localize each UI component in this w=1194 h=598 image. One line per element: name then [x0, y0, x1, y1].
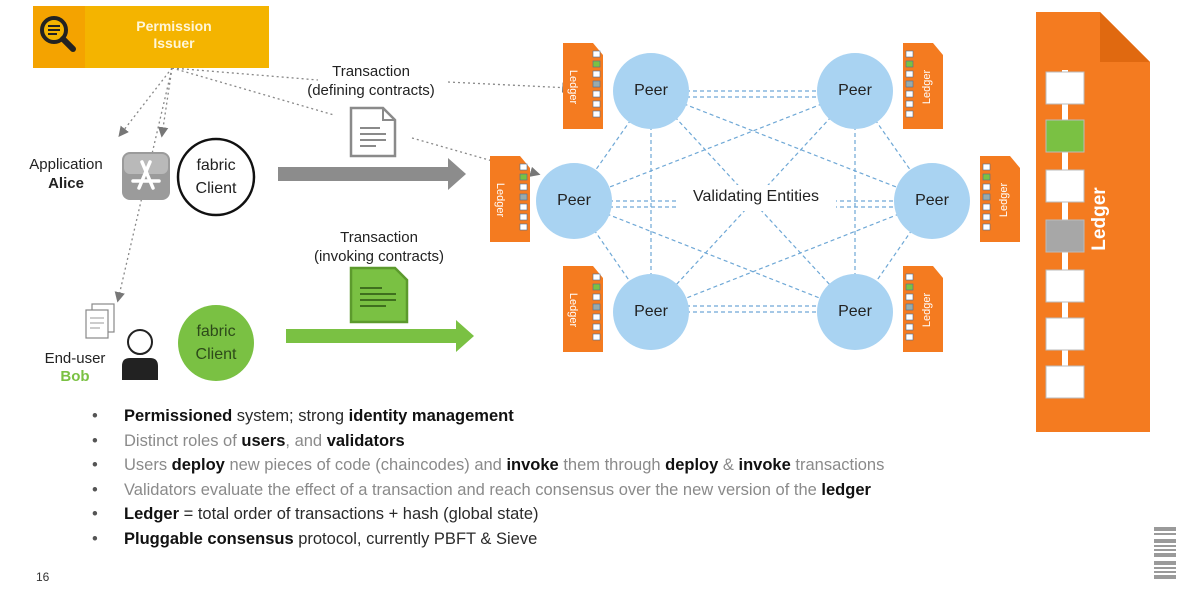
bullet-text: deploy	[665, 456, 719, 474]
bob-label: End-user Bob	[32, 350, 118, 386]
search-icon	[40, 16, 76, 52]
bullet-text: Ledger	[124, 505, 180, 523]
validating-entities-label: Validating Entities	[693, 188, 819, 205]
ledger-doc	[563, 266, 603, 352]
ledger-small-label: Ledger	[567, 69, 579, 105]
alice-label: Application Alice	[18, 155, 114, 193]
docs-icon	[85, 303, 115, 339]
bullet-item: Pluggable consensus protocol, currently …	[92, 527, 1092, 552]
transaction-define-line1: Transaction	[332, 63, 410, 80]
bullet-item: Permissioned system; strong identity man…	[92, 404, 1092, 429]
bullet-text: Pluggable consensus	[124, 529, 294, 548]
ledger-doc	[563, 43, 603, 129]
bullet-text: transactions	[790, 456, 885, 474]
ledger-doc	[490, 156, 530, 242]
client-alice-label: fabric Client	[178, 154, 254, 200]
bullet-text: identity management	[348, 407, 514, 425]
page-number: 16	[36, 570, 50, 584]
transaction-invoke-line2: (invoking contracts)	[313, 248, 445, 265]
ledger-small-label: Ledger	[921, 292, 933, 328]
transaction-invoke-label: Transaction (invoking contracts)	[292, 228, 466, 266]
client-circle-green	[178, 305, 254, 381]
ledger-small-label: Ledger	[494, 182, 506, 218]
permission-issuer-line1: Permission	[136, 18, 212, 34]
peer-label: Peer	[915, 192, 949, 209]
ibm-logo	[1152, 525, 1178, 581]
ledger-small-label: Ledger	[921, 69, 933, 105]
bullet-text: &	[718, 456, 739, 474]
alice-role: Application	[29, 156, 103, 173]
bullet-item: Ledger = total order of transactions + h…	[92, 502, 1092, 527]
bullet-text: Validators evaluate the effect of a tran…	[124, 480, 822, 499]
document-icon	[349, 106, 397, 158]
permission-issuer-label: Permission Issuer	[112, 18, 236, 52]
ledger-doc	[903, 43, 943, 129]
peer-label: Peer	[634, 82, 668, 99]
bullet-text: deploy	[171, 456, 225, 474]
bullet-text: system; strong	[232, 407, 349, 425]
bullet-text: protocol, currently PBFT & Sieve	[293, 529, 538, 548]
transaction-define-line2: (defining contracts)	[307, 82, 435, 99]
peer-label: Peer	[634, 303, 668, 320]
bullet-text: new pieces of code (chaincodes) and	[224, 456, 507, 474]
bullet-text: them through	[558, 456, 666, 474]
small-ledgers	[490, 43, 1020, 352]
transaction-define-label: Transaction (defining contracts)	[296, 62, 446, 100]
peer-node	[817, 274, 893, 350]
gray-arrow	[278, 158, 466, 190]
bullet-text: ledger	[821, 480, 871, 499]
user-icon	[122, 329, 158, 380]
permission-issuer-line2: Issuer	[153, 35, 195, 51]
bullet-text: invoke	[506, 456, 559, 474]
peer-label: Peer	[838, 303, 872, 320]
peer-label: Peer	[557, 192, 591, 209]
peer-node	[536, 163, 612, 239]
client-bob-line2: Client	[195, 346, 237, 363]
bullet-text: , and	[285, 431, 327, 450]
peer-node	[613, 274, 689, 350]
ledger-doc	[980, 156, 1020, 242]
bullet-item: Users deploy new pieces of code (chainco…	[92, 453, 1092, 478]
alice-name: Alice	[48, 175, 84, 192]
big-ledger	[1036, 12, 1150, 432]
bullet-text: Distinct roles of	[124, 431, 242, 450]
peer-label: Peer	[838, 82, 872, 99]
transaction-invoke-line1: Transaction	[340, 229, 418, 246]
bob-role: End-user	[44, 350, 106, 367]
ibm-logo-icon	[1154, 527, 1176, 579]
green-arrow	[286, 320, 474, 352]
peer-node	[817, 53, 893, 129]
bullet-text: users	[241, 431, 286, 450]
ledger-doc	[903, 266, 943, 352]
bullet-item: Distinct roles of users, and validators	[92, 429, 1092, 454]
client-circle	[176, 137, 256, 217]
issuer-links	[114, 67, 573, 303]
peer-node	[894, 163, 970, 239]
client-alice-line1: fabric	[196, 157, 236, 174]
bullet-item: Validators evaluate the effect of a tran…	[92, 478, 1092, 503]
ledger-small-label: Ledger	[998, 182, 1010, 218]
app-icon	[122, 152, 170, 200]
big-ledger-label: Ledger	[1089, 187, 1110, 251]
bullet-text: = total order of transactions + hash (gl…	[179, 505, 539, 523]
permission-icon-area	[33, 6, 85, 68]
client-bob-line1: fabric	[196, 323, 236, 340]
bullet-text: Users	[124, 456, 172, 474]
peer-node	[613, 53, 689, 129]
bullet-text: Permissioned	[124, 407, 233, 425]
bullet-list: Permissioned system; strong identity man…	[92, 404, 1092, 551]
client-alice-line2: Client	[195, 180, 237, 197]
ledger-small-label: Ledger	[567, 292, 579, 328]
peer-nodes	[536, 53, 970, 350]
document-green-icon	[349, 266, 409, 324]
bob-name: Bob	[60, 368, 90, 385]
bullet-text: invoke	[738, 456, 791, 474]
bullet-text: validators	[326, 431, 405, 450]
client-bob-label: fabric Client	[178, 320, 254, 366]
